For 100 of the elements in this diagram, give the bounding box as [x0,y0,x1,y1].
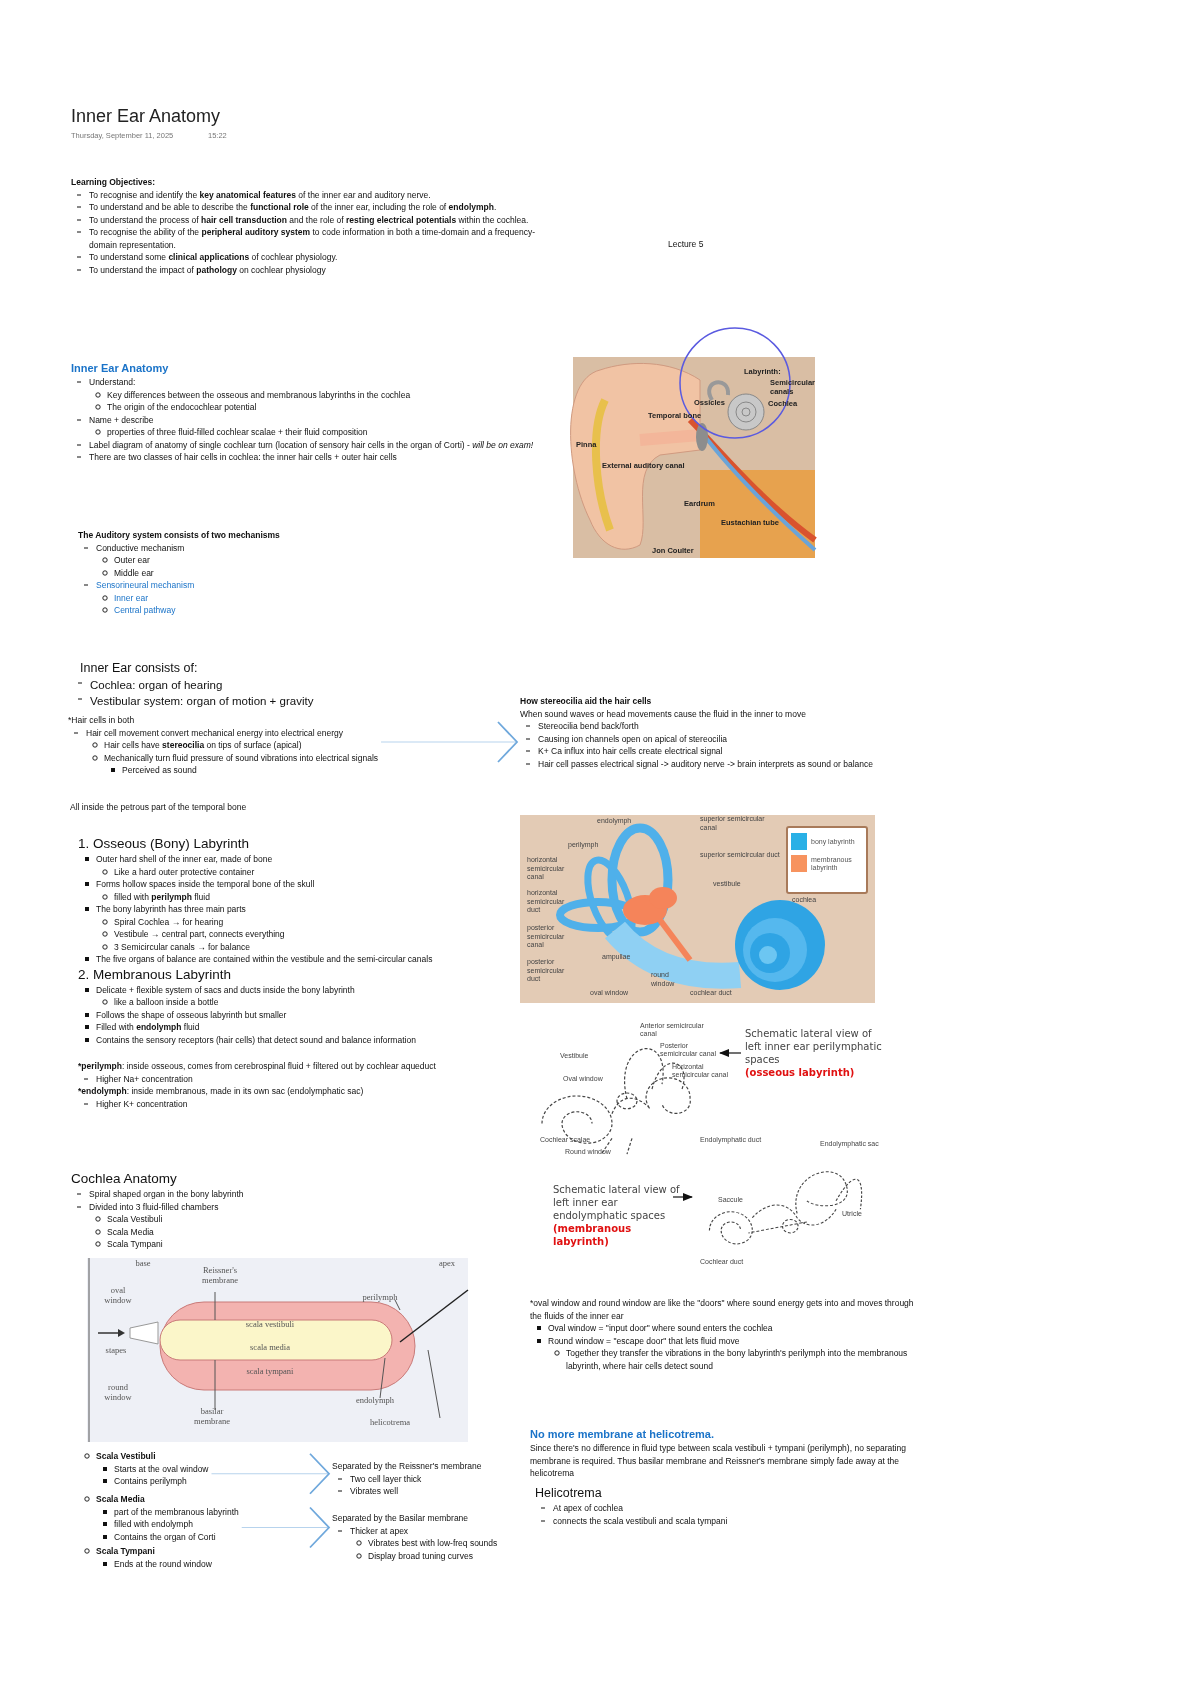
bullet-text: Perceived as sound [122,764,198,777]
bullet-text: Display broad tuning curves [368,1549,474,1562]
bullet-text: Scala Vestibuli [96,1450,157,1463]
bullet-text: Sensorineural mechanism [96,579,196,592]
figure-label: scala vestibuli [244,1320,296,1330]
bullet-text: Starts at the oval window [114,1462,209,1475]
bullet-text: The origin of the endocochlear potential [107,401,258,414]
bullet-text: like a balloon inside a bottle [114,996,220,1009]
figure-label: perilymph [361,1293,399,1303]
bullet-text: Vestibular system: organ of motion + gravity [90,694,315,709]
bullet-text: Thicker at apex [350,1524,410,1537]
bullet-text: Middle ear [114,566,155,579]
caption-text: (osseous labyrinth) [745,1066,856,1079]
section-heading: Inner Ear Anatomy [71,361,170,376]
figure-label: apex [437,1259,456,1269]
page-title: Inner Ear Anatomy [71,106,221,127]
figure-label: oval window [103,1286,133,1305]
bullet-text: Vibrates best with low-freq sounds [368,1537,498,1550]
bullet-text: Scala Media [107,1225,155,1238]
note-text: *endolymph: inside membranous, made in its own sac (endolymphatic sac) [78,1085,365,1098]
figure-label: Reissner's membrane [201,1266,239,1285]
bullet-text: To understand the process of hair cell transduction and the role of resting electrical potentials within the cochlea. [89,213,530,226]
bullet-text: Scala Vestibuli [107,1213,164,1226]
bullet-text: K+ Ca influx into hair cells create electrical signal [538,745,724,758]
bullet-text: Name + describe [89,413,155,426]
section-heading: 2. Membranous Labyrinth [78,965,233,984]
bullet-text: The five organs of balance are contained within the vestibule and the semi-circular canals [96,953,434,966]
note-text: Separated by the Basilar membrane [332,1512,470,1525]
bullet-text: filled with endolymph [114,1518,194,1531]
bullet-text: Higher Na+ concentration [96,1072,194,1085]
bullet-text: filled with perilymph fluid [114,890,211,903]
bullet-text: Forms hollow spaces inside the temporal bone of the skull [96,878,316,891]
figure-label: basilar membrane [193,1407,231,1426]
heading-text: How stereocilia aid the hair cells [520,695,653,708]
section-heading: Helicotrema [535,1485,603,1502]
bullet-text: Follows the shape of osseous labyrinth but smaller [96,1008,288,1021]
note-text: *Hair cells in both [68,714,136,727]
caption-text: Schematic lateral view of left inner ear endolymphatic spaces [553,1183,681,1222]
figure-label: helicotrema [368,1418,412,1428]
bullet-text: Mechanically turn fluid pressure of sound vibrations into electrical signals [104,751,379,764]
bullet-text: Divided into 3 fluid-filled chambers [89,1200,220,1213]
bullet-text: Ends at the round window [114,1557,213,1570]
heading-text: The Auditory system consists of two mechanisms [78,529,281,542]
bullet-text: 3 Semicircular canals → for balance [114,940,252,953]
bullet-text: Together they transfer the vibrations in the bony labyrinth's perilymph into the membranous labyrinth, where hair cells detect sound [566,1347,909,1372]
caption-text: Schematic lateral view of left inner ear perilymphatic spaces [745,1027,883,1066]
section-heading: Cochlea Anatomy [71,1170,178,1188]
figure-label: base [134,1259,152,1269]
bullet-text: At apex of cochlea [553,1502,624,1515]
bullet-text: Stereocilia bend back/forth [538,720,640,733]
note-text: *perilymph: inside osseous, comes from cerebrospinal fluid + filtered out by cochlear aqueduct [78,1060,437,1073]
note-text: Lecture 5 [668,238,704,251]
heading-text: Learning Objectives: [71,176,157,189]
bullet-text: Scala Media [96,1493,146,1506]
bullet-text: properties of three fluid-filled cochlear scalae + their fluid composition [107,426,369,439]
bullet-text: connects the scala vestibuli and scala tympani [553,1514,729,1527]
bullet-text: Conductive mechanism [96,541,186,554]
note-text: When sound waves or head movements cause the fluid in the inner to move [520,707,807,720]
bullet-text: Two cell layer thick [350,1472,423,1485]
bullet-text: Hair cell movement convert mechanical energy into electrical energy [86,726,344,739]
bullet-text: Hair cell passes electrical signal -> auditory nerve -> brain interprets as sound or balance [538,757,873,770]
bullet-text: Filled with endolymph fluid [96,1021,201,1034]
section-heading: Inner Ear consists of: [80,660,199,677]
bullet-text: Contains the organ of Corti [114,1530,217,1543]
bullet-text: Hair cells have stereocilia on tips of surface (apical) [104,739,303,752]
figure-label: scala tympani [245,1367,295,1377]
bullet-text: Oval window = "input door" where sound enters the cochlea [548,1322,774,1335]
bullet-text: Contains perilymph [114,1475,188,1488]
bullet-text: Round window = "escape door" that lets fluid move [548,1334,741,1347]
bullet-text: Label diagram of anatomy of single cochlear turn (location of sensory hair cells in the organ of Corti) - will be on exam! [89,438,535,451]
bullet-text: part of the membranous labyrinth [114,1505,239,1518]
bullet-text: To understand some clinical applications of cochlear physiology. [89,251,339,264]
note-text: Since there's no difference in fluid type between scala vestibuli + tympani (perilymph), no separating membrane is required. Thus basilar membrane and Reissner's membrane simply fade away at the helicotrema [530,1442,907,1480]
bullet-text: The bony labyrinth has three main parts [96,903,247,916]
bullet-text: To understand the impact of pathology on cochlear physiology [89,263,327,276]
note-text: *oval window and round window are like the "doors" where sound energy gets into and moves through the fluids of the inner ear [530,1297,915,1322]
arrow [719,1049,742,1057]
bullet-text: Delicate + flexible system of sacs and ducts inside the bony labyrinth [96,983,356,996]
bullet-text: Higher K+ concentration [96,1097,189,1110]
figure-label: scala media [249,1343,291,1353]
bullet-text: Cochlea: organ of hearing [90,678,224,693]
chevron-arrow [241,1506,330,1549]
bullet-text: Outer ear [114,554,151,567]
bullet-text: Scala Tympani [107,1238,164,1251]
bullet-text: Key differences between the osseous and membranous labyrinths in the cochlea [107,388,412,401]
bullet-text: Spiral shaped organ in the bony labyrinth [89,1188,245,1201]
bullet-text: Vibrates well [350,1485,400,1498]
bullet-text: Spiral Cochlea → for hearing [114,915,225,928]
figure-label: round window [103,1383,133,1402]
arrow [672,1193,693,1201]
bullet-text: Vestibule → central part, connects everything [114,928,286,941]
bullet-text: Central pathway [114,604,177,617]
bullet-text: Understand: [89,376,137,389]
note-text: All inside the petrous part of the temporal bone [70,801,247,814]
bullet-text: Inner ear [114,591,150,604]
chevron-arrow [210,1452,330,1495]
section-heading: 1. Osseous (Bony) Labyrinth [78,835,251,853]
bullet-text: To understand and be able to describe the functional role of the inner ear, including the role of endolymph. [89,201,498,214]
figure-label: stapes [104,1346,128,1356]
bullet-text: Causing ion channels open on apical of stereocilia [538,732,728,745]
